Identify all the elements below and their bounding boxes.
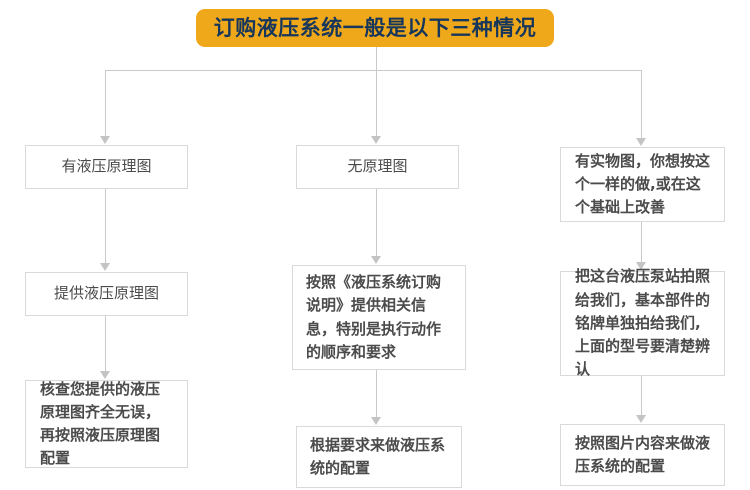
node-b2-s1-label: 无原理图 (347, 157, 408, 176)
arrow-down-icon-branch2 (371, 136, 381, 144)
connector-b1-s2-to-s3 (105, 316, 106, 372)
node-b2-s2[interactable]: 按照《液压系统订购说明》提供相关信息，特别是执行动作的顺序和要求 (292, 265, 466, 370)
arrow-down-icon-branch3 (636, 138, 646, 146)
node-b1-s1[interactable]: 有液压原理图 (25, 145, 188, 189)
arrow-down-icon-b1-s3 (100, 371, 110, 379)
node-b1-s3-label: 核查您提供的液压原理图齐全无误，再按照液压原理图配置 (40, 379, 161, 468)
node-b3-s3-label: 按照图片内容来做液压系统的配置 (575, 433, 711, 475)
connector-b3-s2-to-s3 (641, 376, 642, 416)
connector-title-stem (376, 47, 377, 71)
connector-branch-bus (105, 70, 642, 71)
connector-b1-s1-to-s2 (105, 189, 106, 264)
flowchart-title-text: 订购液压系统一般是以下三种情况 (213, 15, 537, 40)
connector-b2-s2-to-s3 (376, 370, 377, 418)
node-b3-s1-label: 有实物图，你想按这个一样的做,或在这个基础上改善 (575, 151, 711, 217)
connector-branch3-drop (641, 70, 642, 139)
arrow-down-icon-branch1 (100, 136, 110, 144)
node-b3-s2[interactable]: 把这台液压泵站拍照给我们，基本部件的铭牌单独拍给我们,上面的型号要清楚辨认 (560, 267, 725, 378)
arrow-down-icon-b3-s2 (636, 262, 646, 270)
arrow-down-icon-b2-s2 (371, 256, 381, 264)
flowchart-title-badge: 订购液压系统一般是以下三种情况 (196, 9, 554, 47)
arrow-down-icon-b1-s2 (100, 263, 110, 271)
connector-branch1-drop (105, 70, 106, 137)
connector-branch2-drop (376, 70, 377, 137)
arrow-down-icon-b3-s3 (636, 415, 646, 423)
node-b3-s1[interactable]: 有实物图，你想按这个一样的做,或在这个基础上改善 (560, 147, 725, 222)
node-b3-s3[interactable]: 按照图片内容来做液压系统的配置 (560, 424, 725, 486)
node-b1-s2-label: 提供液压原理图 (53, 284, 159, 303)
node-b2-s3-label: 根据要求来做液压系统的配置 (310, 435, 446, 477)
node-b1-s1-label: 有液压原理图 (61, 157, 152, 176)
connector-b2-s1-to-s2 (376, 189, 377, 257)
node-b1-s2[interactable]: 提供液压原理图 (25, 272, 188, 316)
node-b1-s3[interactable]: 核查您提供的液压原理图齐全无误，再按照液压原理图配置 (25, 380, 188, 468)
arrow-down-icon-b2-s3 (371, 417, 381, 425)
node-b2-s2-label: 按照《液压系统订购说明》提供相关信息，特别是执行动作的顺序和要求 (306, 273, 442, 361)
connector-b3-s1-to-s2 (641, 222, 642, 263)
node-b2-s3[interactable]: 根据要求来做液压系统的配置 (296, 426, 462, 488)
node-b3-s2-label: 把这台液压泵站拍照给我们，基本部件的铭牌单独拍给我们,上面的型号要清楚辨认 (575, 267, 711, 379)
node-b2-s1[interactable]: 无原理图 (296, 145, 459, 189)
